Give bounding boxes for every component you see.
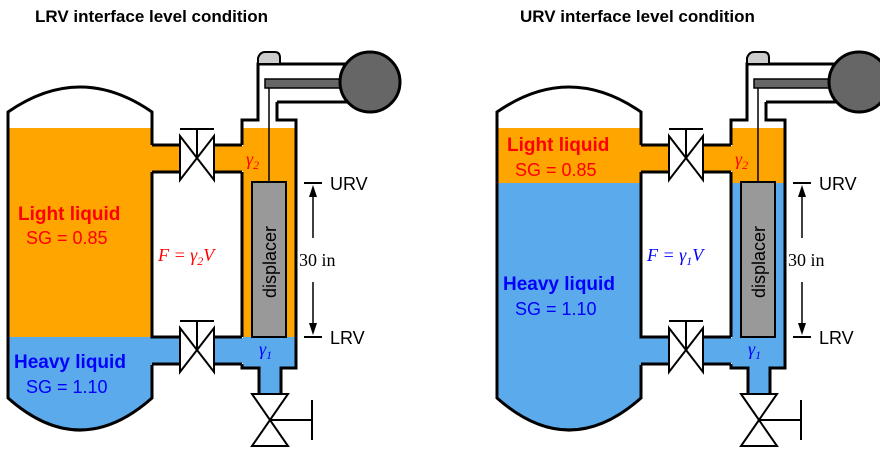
urv-label: URV [819, 174, 857, 194]
span-dimension: 30 in URV LRV [299, 174, 368, 348]
buoyant-force-formula: F = γ2V [157, 245, 216, 268]
drain-valve[interactable] [250, 393, 313, 447]
displacer-cage: displacer [240, 50, 402, 394]
lrv-label: LRV [819, 328, 854, 348]
span-dimension: 30 in URV LRV [788, 174, 857, 348]
upper-isolation-valve[interactable] [668, 128, 704, 183]
head-cap [746, 51, 770, 65]
gamma-upper: γ2 [246, 149, 259, 172]
light-liquid-region [8, 128, 152, 337]
heavy-liquid-region [497, 183, 641, 430]
light-liquid-region [497, 128, 641, 183]
displacer-label: displacer [260, 226, 280, 298]
upper-isolation-valve[interactable] [179, 128, 215, 183]
urv-label: URV [330, 174, 368, 194]
heavy-liquid-label: Heavy liquid [14, 352, 126, 373]
torque-arm [264, 78, 351, 89]
heavy-liquid-sg: SG = 1.10 [26, 377, 108, 397]
vessel [6, 85, 154, 432]
span-label: 30 in [788, 250, 825, 270]
lower-isolation-valve[interactable] [179, 320, 215, 375]
lrv-label: LRV [330, 328, 365, 348]
head-cap [257, 51, 281, 65]
displacer [251, 181, 287, 338]
panel-urv: URV interface level condition [495, 7, 880, 447]
light-liquid-sg: SG = 0.85 [26, 228, 108, 248]
displacer [740, 181, 776, 338]
gamma-upper: γ2 [735, 149, 748, 172]
vessel [495, 85, 643, 432]
heavy-liquid-sg: SG = 1.10 [515, 299, 597, 319]
panel-title: URV interface level condition [520, 7, 755, 26]
displacer-label: displacer [749, 226, 769, 298]
torque-tube-head [338, 50, 402, 114]
light-liquid-label: Light liquid [507, 135, 609, 156]
panel-lrv: LRV interface level condition [6, 7, 402, 447]
gamma-lower: γ1 [259, 339, 272, 362]
vessel-wall [6, 85, 154, 432]
vessel-wall [495, 85, 643, 432]
drain-valve[interactable] [739, 393, 802, 447]
displacer-cage: displacer [729, 50, 880, 394]
span-label: 30 in [299, 250, 336, 270]
buoyant-force-formula: F = γ1V [646, 245, 705, 268]
light-liquid-label: Light liquid [18, 204, 120, 225]
gamma-lower: γ1 [748, 339, 761, 362]
heavy-liquid-label: Heavy liquid [503, 274, 615, 295]
lower-isolation-valve[interactable] [668, 320, 704, 375]
light-liquid-sg: SG = 0.85 [515, 160, 597, 180]
torque-tube-head [827, 50, 880, 114]
torque-arm [753, 78, 840, 89]
panel-title: LRV interface level condition [35, 7, 268, 26]
